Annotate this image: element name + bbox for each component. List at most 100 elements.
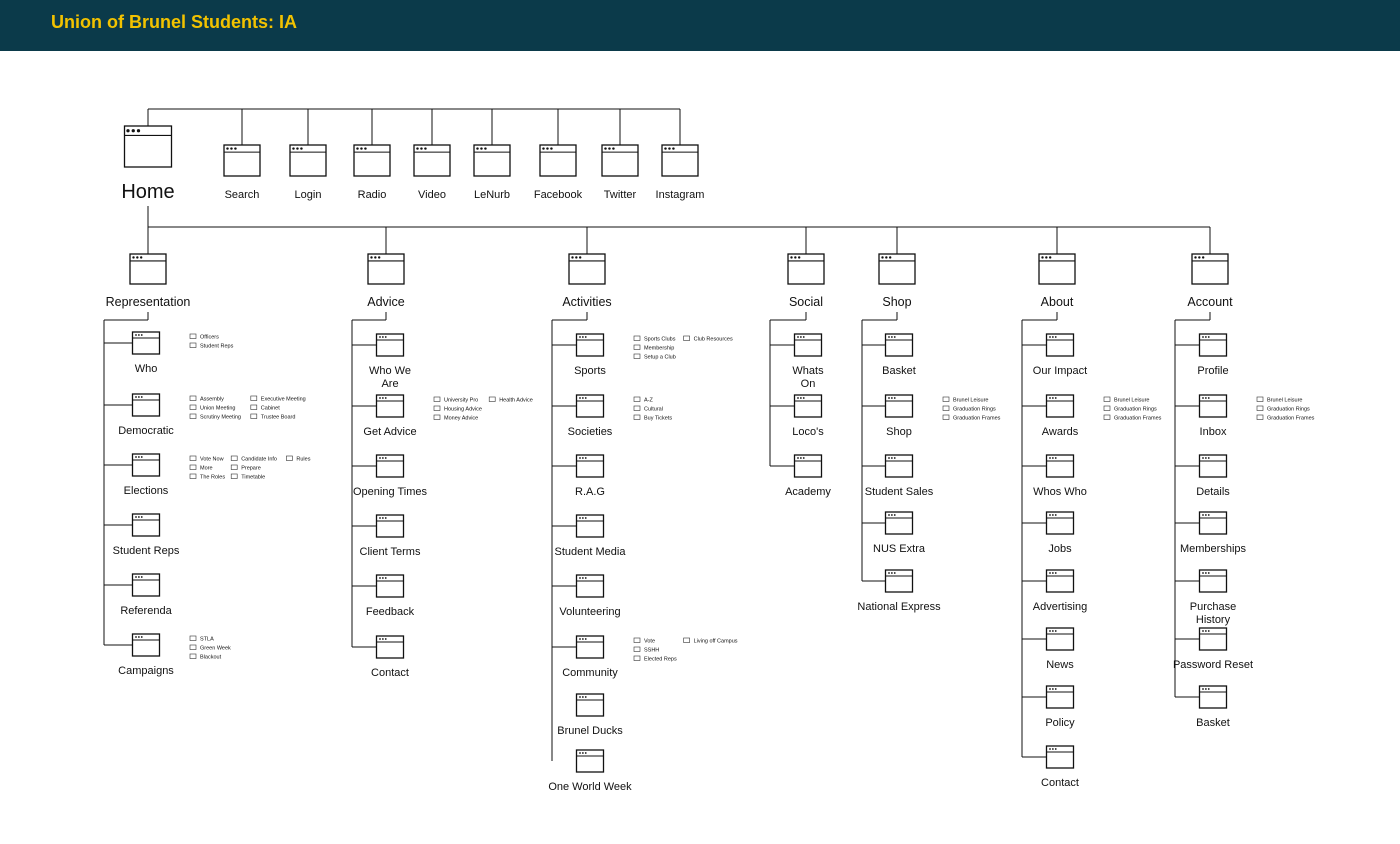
utility-page-icon-lenurb[interactable] (473, 144, 511, 177)
child-page-icon[interactable] (884, 511, 914, 535)
window-dot (384, 336, 387, 338)
child-page-icon[interactable] (1198, 394, 1228, 418)
child-page-icon[interactable] (575, 514, 605, 538)
child-label: Basket (1196, 717, 1230, 729)
child-page-icon[interactable] (131, 633, 161, 657)
utility-page-icon-facebook[interactable] (539, 144, 577, 177)
utility-page-icon-instagram[interactable] (661, 144, 699, 177)
child-page-icon[interactable] (131, 393, 161, 417)
child-page-icon[interactable] (575, 574, 605, 598)
section-page-icon-shop[interactable] (878, 253, 916, 285)
subpage-icon (250, 413, 258, 419)
child-page-icon[interactable] (575, 454, 605, 478)
child-page-icon[interactable] (575, 394, 605, 418)
child-label: Opening Times (353, 486, 427, 498)
section-page-icon-representation[interactable] (129, 253, 167, 285)
child-page-icon[interactable] (575, 693, 605, 717)
child-page-icon[interactable] (131, 513, 161, 537)
subpage-icon (189, 653, 197, 659)
child-page-icon[interactable] (1045, 569, 1075, 593)
window-dot (802, 336, 805, 338)
child-page-icon[interactable] (1198, 454, 1228, 478)
child-page-icon[interactable] (1045, 745, 1075, 769)
window-frame (787, 253, 825, 285)
child-page-icon[interactable] (793, 394, 823, 418)
window-dot (379, 517, 381, 519)
child-page-icon[interactable] (131, 453, 161, 477)
child-page-icon[interactable] (1198, 333, 1228, 357)
window-dot (140, 334, 143, 336)
window-dot (797, 336, 799, 338)
child-page-icon[interactable] (575, 635, 605, 659)
child-page-icon[interactable] (1198, 569, 1228, 593)
child-page-icon[interactable] (375, 394, 405, 418)
section-page-icon-social[interactable] (787, 253, 825, 285)
child-page-icon[interactable] (375, 514, 405, 538)
subpage-icon (683, 637, 690, 643)
subpage-icon (189, 333, 197, 339)
subpage-label: Vote (644, 639, 655, 645)
child-page-icon[interactable] (1045, 333, 1075, 357)
child-page-icon[interactable] (375, 635, 405, 659)
child-page-icon[interactable] (575, 749, 605, 773)
window-dot (893, 397, 896, 399)
section-page-icon-about[interactable] (1038, 253, 1076, 285)
utility-page-icon-twitter[interactable] (601, 144, 639, 177)
child-page-icon[interactable] (1045, 685, 1075, 709)
child-page-icon[interactable] (131, 331, 161, 355)
child-label: Sports (574, 365, 606, 377)
child-page-icon[interactable] (375, 333, 405, 357)
subpage-label: Graduation Frames (1114, 416, 1162, 422)
child-page-icon[interactable] (793, 333, 823, 357)
window-dot (1049, 514, 1051, 516)
section-page-icon-activities[interactable] (568, 253, 606, 285)
subpage-label: Prepare (241, 466, 261, 472)
window-dot (604, 147, 607, 150)
window-dot (581, 638, 584, 640)
section-page-icon-account[interactable] (1191, 253, 1229, 285)
window-dot (379, 336, 381, 338)
child-page-icon[interactable] (131, 573, 161, 597)
window-dot (581, 336, 584, 338)
window-dot (1207, 572, 1210, 574)
window-dot (890, 572, 893, 574)
child-page-icon[interactable] (1045, 627, 1075, 651)
subpage-label: Brunel Leisure (1267, 398, 1302, 404)
child-page-icon[interactable] (375, 574, 405, 598)
utility-page-icon-radio[interactable] (353, 144, 391, 177)
home-page-icon[interactable] (123, 125, 173, 168)
window-dot (374, 256, 377, 259)
child-label: Elections (124, 485, 169, 497)
window-dot (1054, 688, 1057, 690)
child-page-icon[interactable] (884, 394, 914, 418)
child-page-icon[interactable] (1198, 685, 1228, 709)
subpage-icon (230, 464, 238, 470)
window-dot (1202, 688, 1204, 690)
child-page-icon[interactable] (884, 333, 914, 357)
child-page-icon[interactable] (1198, 627, 1228, 651)
child-page-icon[interactable] (575, 333, 605, 357)
utility-page-icon-search[interactable] (223, 144, 261, 177)
window-frame (1038, 253, 1076, 285)
child-page-icon[interactable] (1045, 454, 1075, 478)
window-frame (223, 144, 261, 177)
subpage-label: Union Meeting (200, 406, 235, 412)
utility-page-icon-video[interactable] (413, 144, 451, 177)
child-page-icon[interactable] (1045, 394, 1075, 418)
child-page-icon[interactable] (375, 454, 405, 478)
subpage-label: SSHH (644, 648, 659, 654)
child-page-icon[interactable] (884, 454, 914, 478)
window-dot (579, 752, 581, 754)
subpage-label: Elected Reps (644, 657, 677, 663)
child-page-icon[interactable] (884, 569, 914, 593)
child-page-icon[interactable] (1045, 511, 1075, 535)
child-label: Password Reset (1173, 659, 1253, 671)
child-page-icon[interactable] (793, 454, 823, 478)
window-dot (137, 396, 140, 398)
subpage-icon (633, 405, 641, 411)
section-page-icon-advice[interactable] (367, 253, 405, 285)
utility-page-icon-login[interactable] (289, 144, 327, 177)
child-page-icon[interactable] (1198, 511, 1228, 535)
subpage-icon (250, 404, 258, 410)
window-dot (424, 147, 427, 150)
